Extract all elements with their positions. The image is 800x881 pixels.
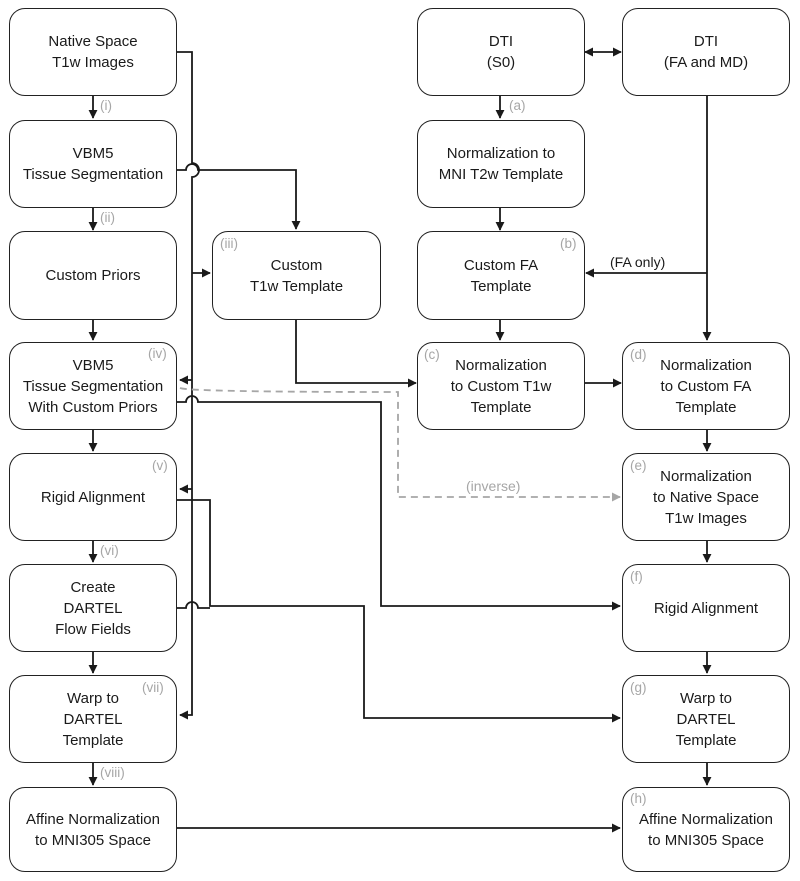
node-vbm5-custom-priors[interactable]: VBM5 Tissue Segmentation With Custom Pri… [9, 342, 177, 430]
tag-i: (i) [100, 98, 112, 113]
node-label: Warp to DARTEL Template [675, 689, 737, 749]
tag-iii: (iii) [220, 236, 238, 251]
tag-viii: (viii) [100, 765, 125, 780]
tag-a: (a) [509, 98, 526, 113]
node-label: Create DARTEL Flow Fields [55, 578, 131, 638]
node-label: Affine Normalization to MNI305 Space [26, 810, 160, 849]
node-label: Rigid Alignment [40, 488, 146, 506]
tag-d: (d) [630, 347, 647, 362]
node-label: Affine Normalization to MNI305 Space [639, 810, 773, 849]
tag-h: (h) [630, 791, 647, 806]
node-norm-mni-t2w[interactable]: Normalization to MNI T2w Template [417, 120, 585, 208]
tag-vii: (vii) [142, 680, 164, 695]
arrow-template-to-normc [295, 320, 417, 388]
node-label: VBM5 Tissue Segmentation [22, 145, 164, 183]
edge-label-fa-only: (FA only) [610, 254, 666, 270]
node-warp-dartel-right[interactable]: Warp to DARTEL Template [622, 675, 790, 763]
arrow-rigid-to-warp-right [177, 499, 621, 723]
line-native-bus [177, 51, 200, 720]
tag-e: (e) [630, 458, 647, 473]
node-affine-mni305-right[interactable]: Affine Normalization to MNI305 Space [622, 787, 790, 872]
tag-g: (g) [630, 680, 647, 695]
line-flow-crossing [177, 601, 210, 609]
node-custom-priors[interactable]: Custom Priors [9, 231, 177, 320]
tag-ii: (ii) [100, 210, 115, 225]
node-rigid-alignment-left[interactable]: Rigid Alignment [9, 453, 177, 541]
node-label: Warp to DARTEL Template [62, 689, 124, 749]
node-label: Custom Priors [45, 267, 141, 284]
node-vbm5-segmentation[interactable]: VBM5 Tissue Segmentation [9, 120, 177, 208]
tag-b: (b) [560, 236, 577, 251]
node-norm-custom-t1w[interactable]: Normalization to Custom T1w Template [417, 342, 585, 430]
tag-v: (v) [152, 458, 168, 473]
node-label: DTI (FA and MD) [663, 33, 749, 71]
node-dartel-flow-fields[interactable]: Create DARTEL Flow Fields [9, 564, 177, 652]
node-warp-dartel-left[interactable]: Warp to DARTEL Template [9, 675, 177, 763]
edge-label-inverse: (inverse) [466, 478, 521, 494]
node-label: VBM5 Tissue Segmentation With Custom Pri… [22, 356, 164, 416]
node-label: Custom T1w Template [249, 256, 344, 295]
node-label: Normalization to Custom T1w Template [450, 356, 552, 416]
node-norm-native-space[interactable]: Normalization to Native Space T1w Images [622, 453, 790, 541]
node-affine-mni305-left[interactable]: Affine Normalization to MNI305 Space [9, 787, 177, 872]
tag-c: (c) [424, 347, 440, 362]
node-label: Custom FA Template [463, 256, 539, 295]
node-label: DTI (S0) [486, 33, 516, 71]
node-custom-t1w-template[interactable]: Custom T1w Template [212, 231, 381, 320]
arrow-vbm5custom-to-rigid-right [177, 395, 621, 611]
node-norm-custom-fa[interactable]: Normalization to Custom FA Template [622, 342, 790, 430]
arrow-vbm5-to-template [177, 163, 301, 230]
node-label: Normalization to Custom FA Template [660, 356, 752, 416]
node-label: Native Space T1w Images [48, 33, 138, 71]
node-label: Rigid Alignment [653, 599, 759, 617]
tag-f: (f) [630, 569, 643, 584]
node-label: Normalization to Native Space T1w Images [653, 467, 759, 527]
node-dti-fa-md[interactable]: DTI (FA and MD) [622, 8, 790, 96]
node-custom-fa-template[interactable]: Custom FA Template [417, 231, 585, 320]
node-label: Normalization to MNI T2w Template [438, 145, 564, 183]
node-native-space-t1w[interactable]: Native Space T1w Images [9, 8, 177, 96]
arrow-inverse-dashed [179, 387, 621, 502]
node-dti-s0[interactable]: DTI (S0) [417, 8, 585, 96]
tag-iv: (iv) [148, 346, 167, 361]
node-rigid-alignment-right[interactable]: Rigid Alignment [622, 564, 790, 652]
tag-vi: (vi) [100, 543, 119, 558]
